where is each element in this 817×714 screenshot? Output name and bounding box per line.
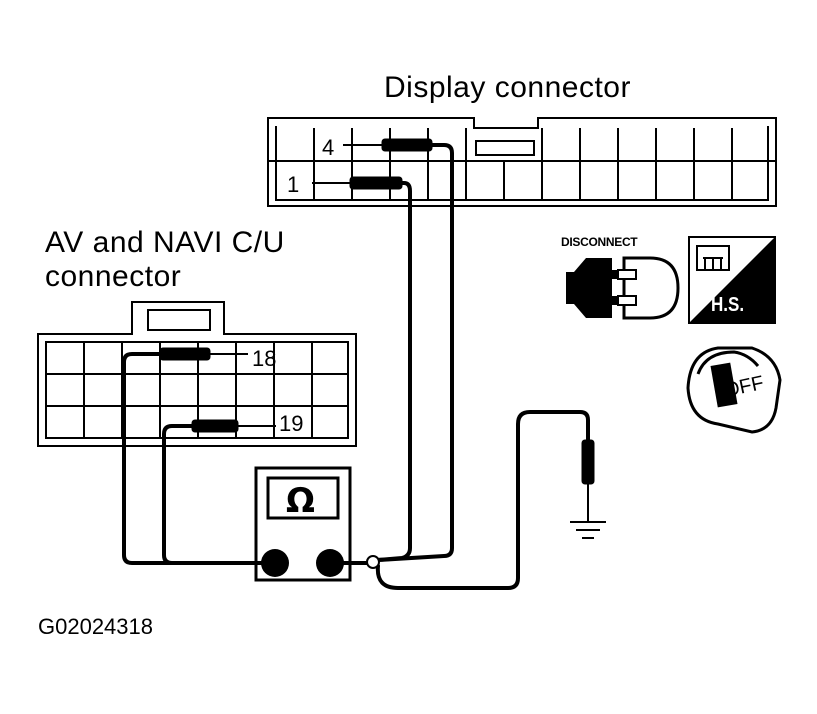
disconnect-icon (566, 256, 680, 320)
av-pin-18-label: 18 (252, 346, 277, 371)
wire-junction (366, 555, 380, 569)
wire-display-pin1 (376, 181, 412, 562)
probe-pin19 (191, 419, 239, 433)
probe-ground (581, 439, 595, 485)
wire-display-pin4 (376, 143, 454, 562)
display-pin-1-label: 1 (287, 172, 300, 197)
ground-symbol (570, 484, 606, 539)
probe-pin18 (159, 347, 211, 361)
av-navi-connector-body (37, 301, 357, 447)
av-navi-connector-title: AV and NAVI C/U (45, 226, 285, 259)
figure-code: G02024318 (38, 614, 153, 639)
display-inner-border (275, 126, 769, 201)
av-pin-19-label: 19 (279, 411, 304, 436)
ohmmeter (254, 466, 352, 582)
ohmmeter-terminal-right (316, 549, 344, 577)
disconnect-label: DISCONNECT (561, 235, 638, 249)
ohm-symbol: Ω (286, 481, 315, 521)
wire-ground (375, 410, 590, 590)
probe-pin4 (381, 138, 433, 152)
display-connector-title: Display connector (384, 71, 631, 104)
harness-side-icon (688, 236, 776, 324)
display-pin-4-label: 4 (322, 135, 335, 160)
ignition-off-icon (686, 346, 782, 434)
probe-pin1 (349, 176, 403, 190)
av-navi-connector-subtitle: connector (45, 260, 182, 293)
wire-pin19 (162, 424, 198, 565)
ohmmeter-terminal-left (261, 549, 289, 577)
display-latch-slot (475, 140, 535, 156)
harness-side-label: H.S. (711, 294, 745, 316)
wire-pin18 (122, 352, 264, 565)
av-navi-latch (147, 309, 211, 331)
display-connector-body (267, 117, 777, 207)
